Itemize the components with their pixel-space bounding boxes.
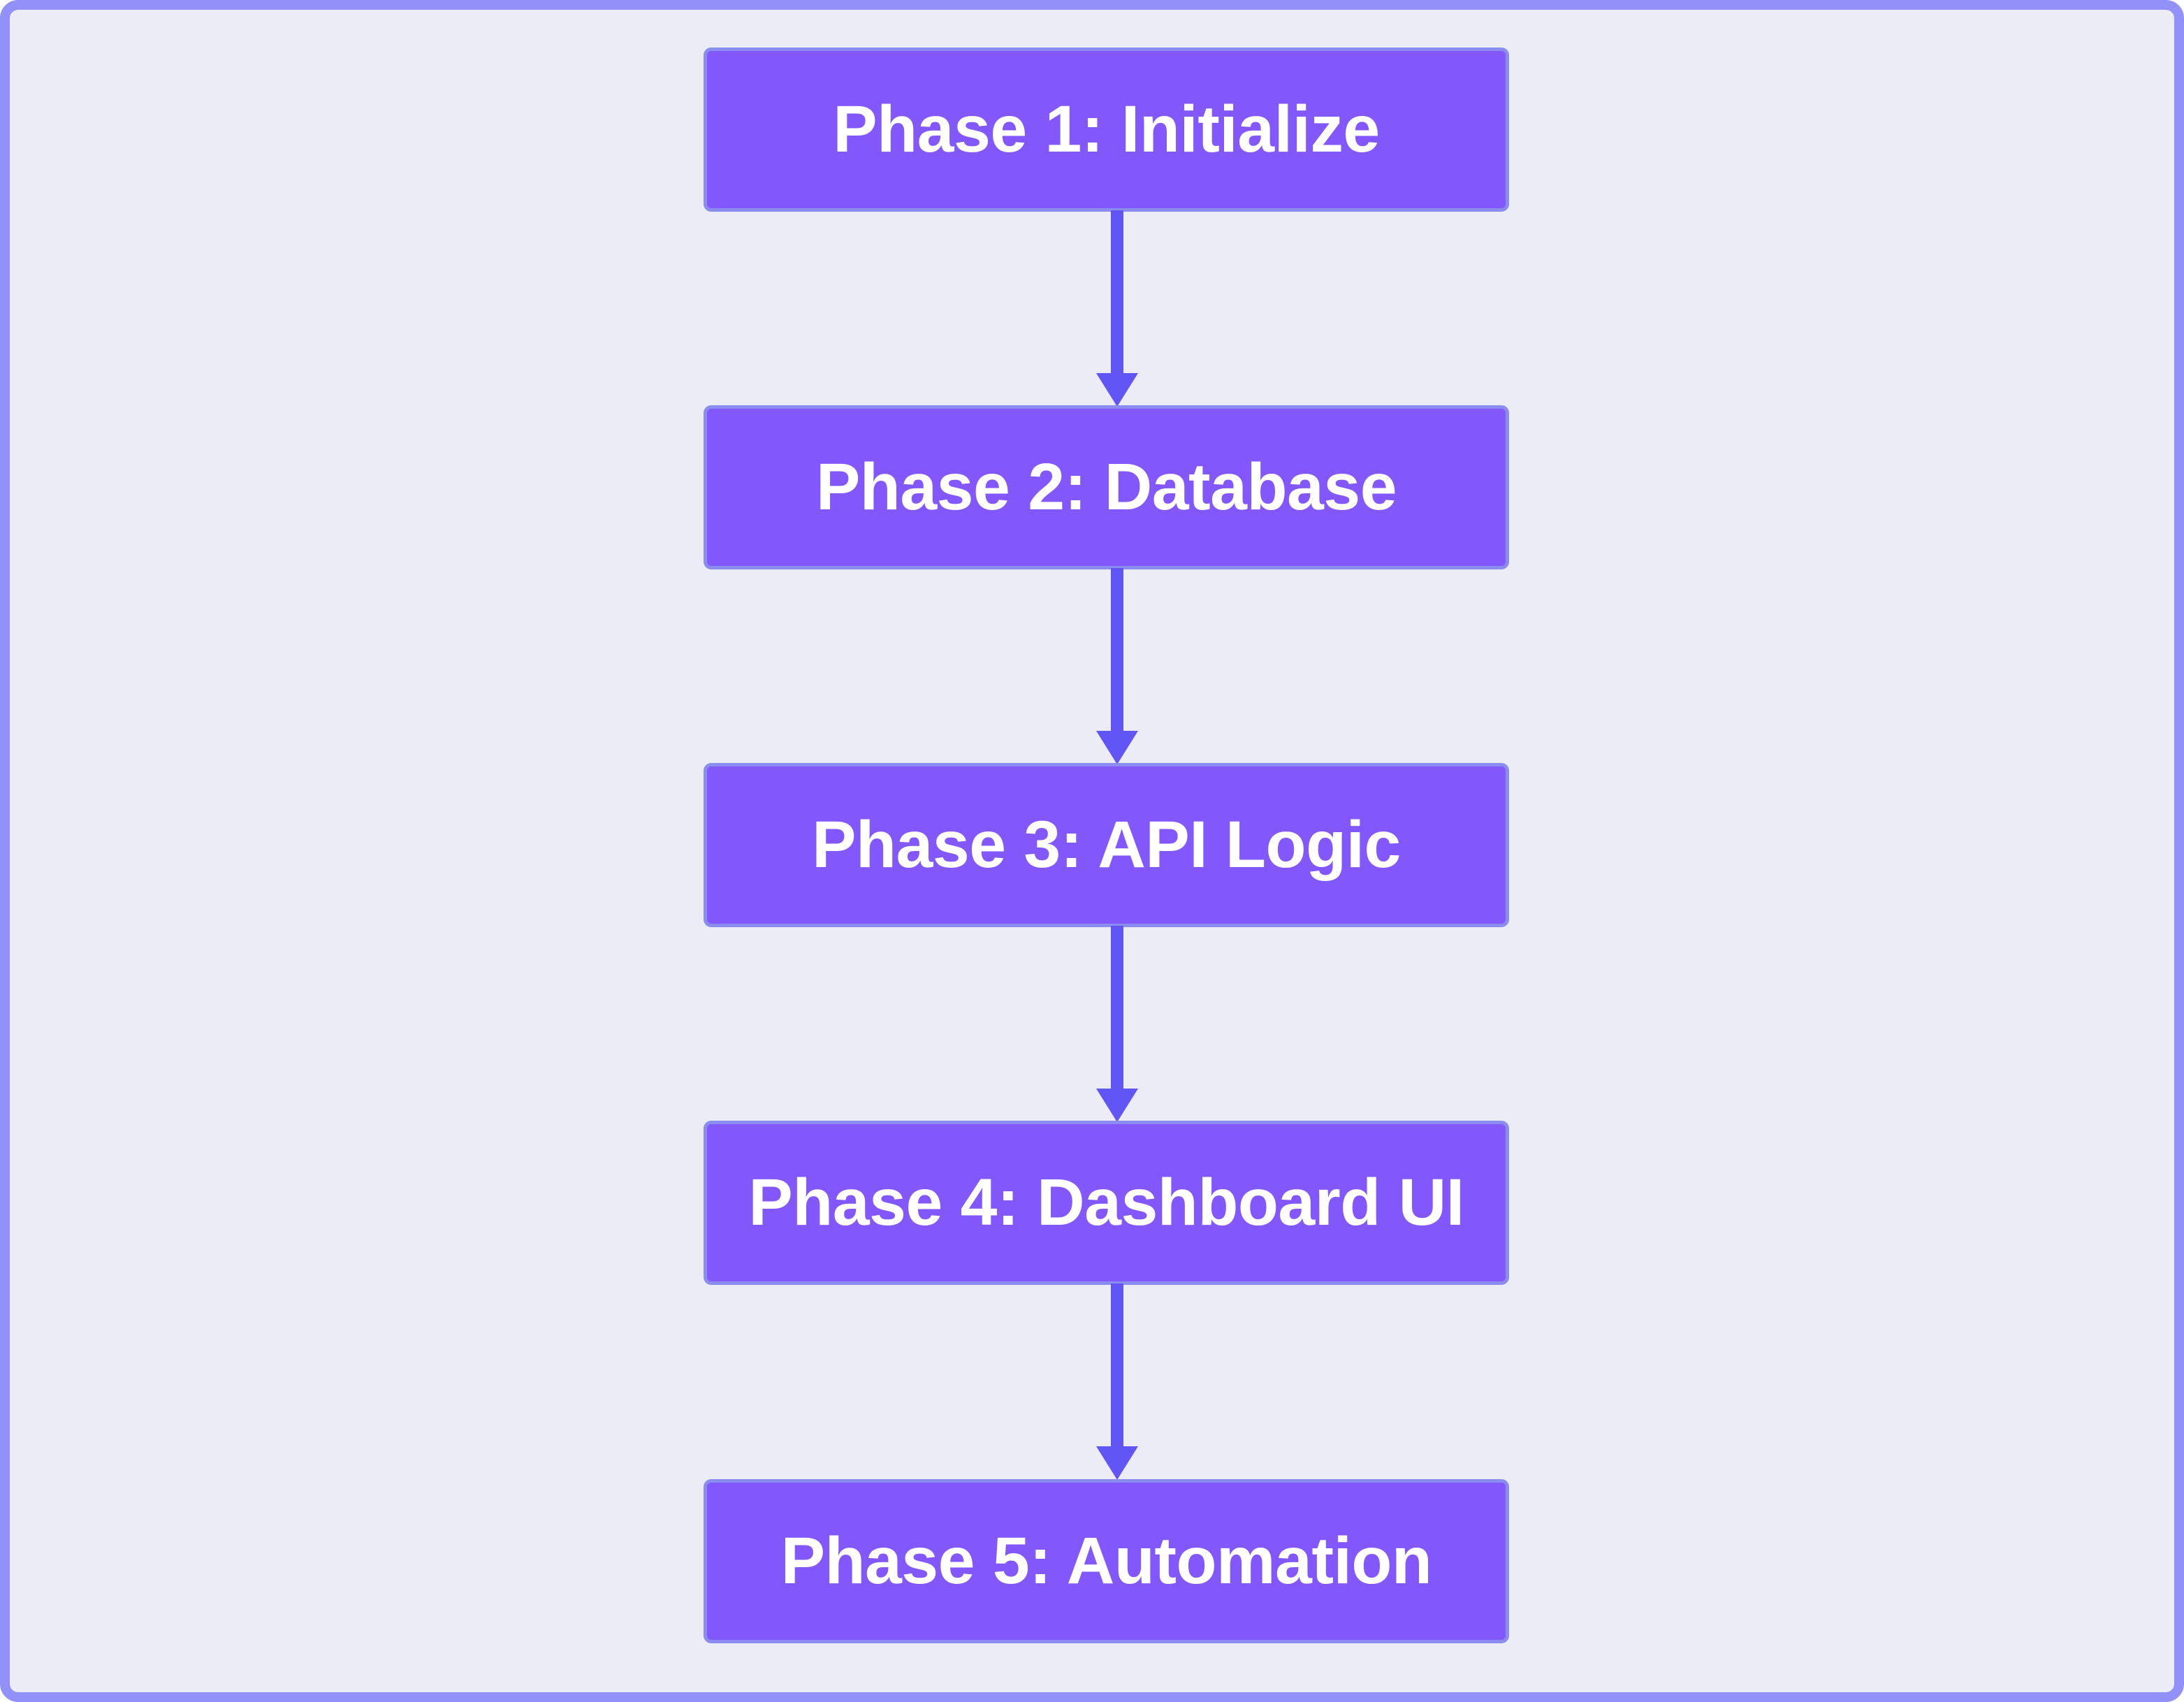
flow-node-label: Phase 5: Automation [780,1524,1432,1599]
flow-node-label: Phase 4: Dashboard UI [748,1165,1464,1240]
flow-node-label: Phase 3: API Logic [812,808,1401,882]
flow-node-label: Phase 2: Database [815,450,1397,525]
flow-node-phase1[interactable]: Phase 1: Initialize [704,48,1509,212]
edge-line [1111,568,1123,733]
flow-edge-phase2-to-phase3 [1095,568,1139,764]
flow-edge-phase1-to-phase2 [1095,210,1139,407]
arrowhead-icon [1096,373,1138,407]
arrowhead-icon [1096,1446,1138,1480]
flow-node-phase3[interactable]: Phase 3: API Logic [704,763,1509,927]
flow-edge-phase3-to-phase4 [1095,926,1139,1122]
flow-node-phase5[interactable]: Phase 5: Automation [704,1479,1509,1643]
edge-line [1111,1283,1123,1448]
flow-node-phase4[interactable]: Phase 4: Dashboard UI [704,1121,1509,1285]
edge-line [1111,210,1123,375]
edge-line [1111,926,1123,1091]
flowchart-node-stack: Phase 1: Initialize Phase 2: Database Ph… [704,48,1509,1643]
flow-edge-phase4-to-phase5 [1095,1283,1139,1480]
arrowhead-icon [1096,1089,1138,1122]
flow-node-phase2[interactable]: Phase 2: Database [704,405,1509,569]
flow-node-label: Phase 1: Initialize [833,92,1380,167]
arrowhead-icon [1096,731,1138,764]
